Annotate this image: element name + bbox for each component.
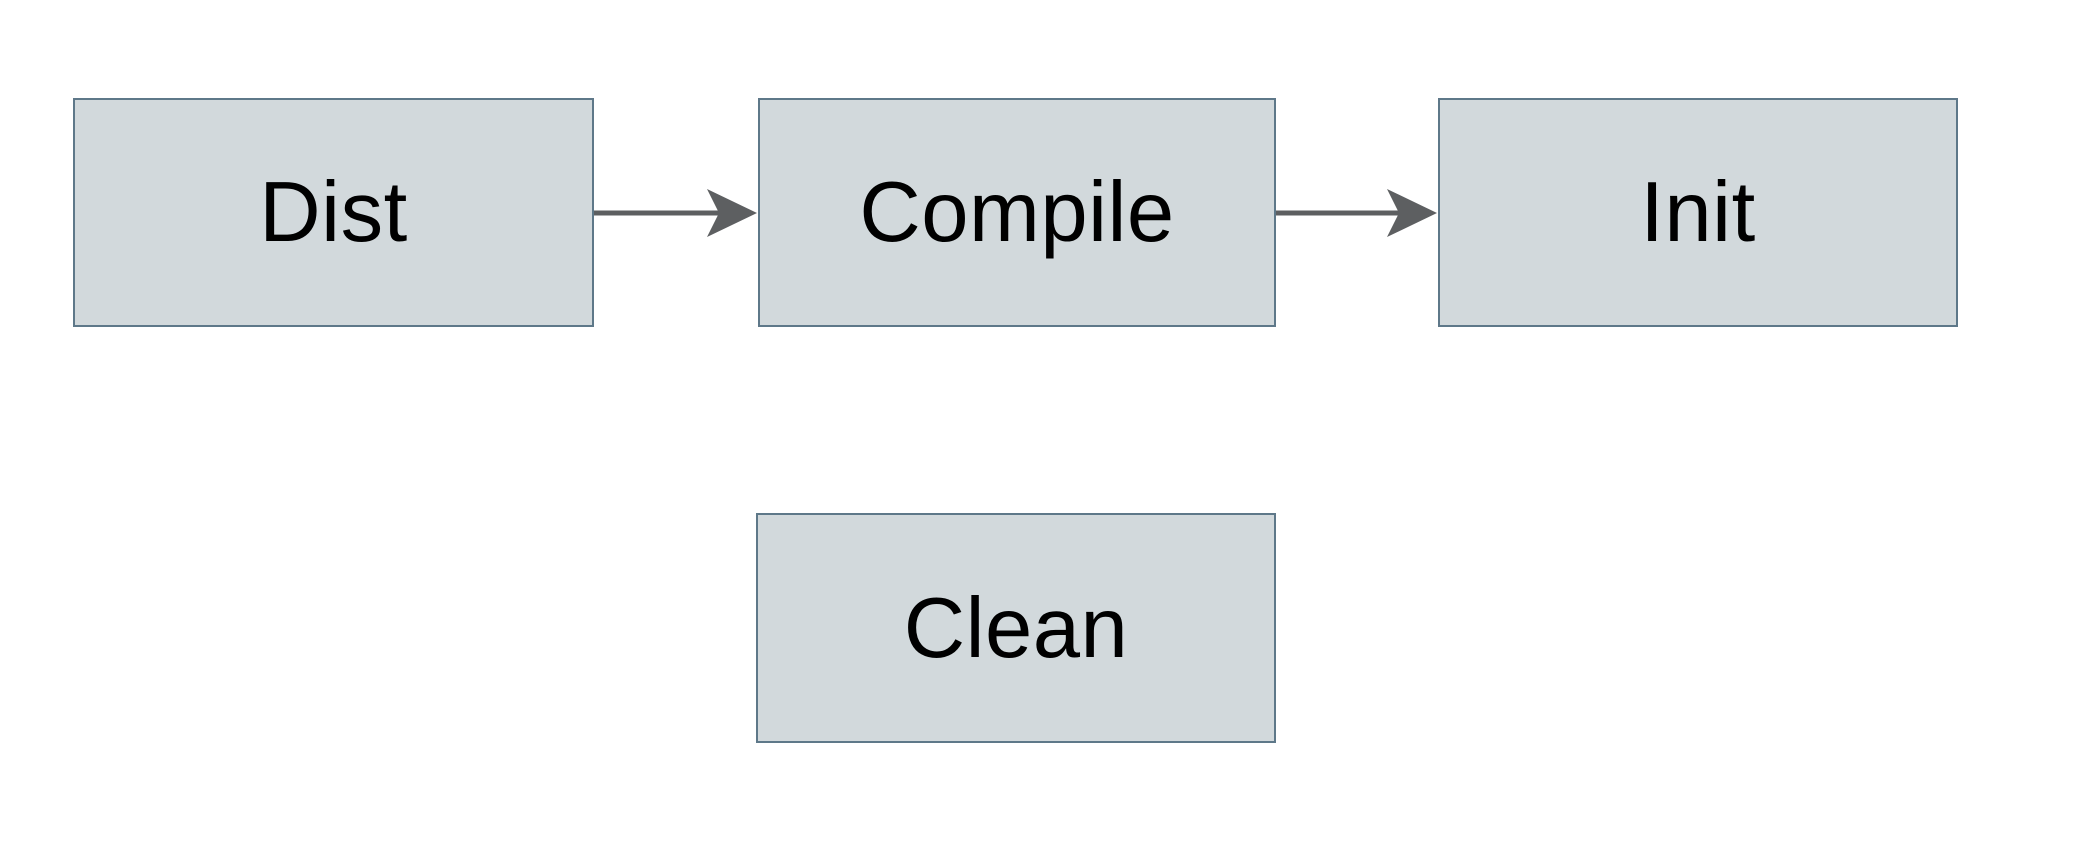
node-init-label: Init xyxy=(1640,165,1756,260)
flowchart-node-dist: Dist xyxy=(73,98,594,327)
arrow-compile-to-init xyxy=(1276,189,1437,237)
flowchart-node-init: Init xyxy=(1438,98,1958,327)
node-compile-label: Compile xyxy=(859,165,1175,260)
node-clean-label: Clean xyxy=(903,580,1129,676)
arrow-dist-to-compile xyxy=(594,189,757,237)
flowchart-node-clean: Clean xyxy=(756,513,1276,743)
flowchart-node-compile: Compile xyxy=(758,98,1276,327)
node-dist-label: Dist xyxy=(259,165,408,260)
